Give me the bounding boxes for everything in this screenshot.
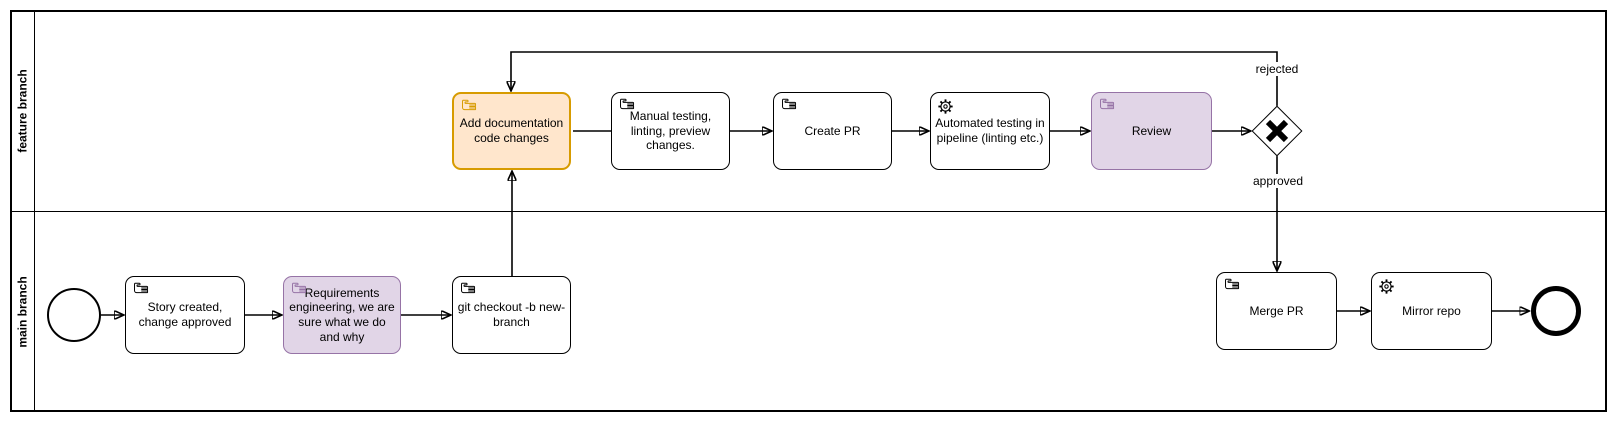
flow-label-approved: approved <box>1250 174 1306 188</box>
task-review[interactable]: Review <box>1091 92 1212 170</box>
task-merge-pr[interactable]: Merge PR <box>1216 272 1337 350</box>
hand-icon <box>1098 98 1116 111</box>
hand-icon <box>780 98 798 111</box>
lane-feature-branch-label: feature branch <box>15 68 30 153</box>
task-manual-testing-label: Manual testing, linting, preview changes… <box>629 109 712 153</box>
gear-icon <box>937 98 954 115</box>
task-manual-testing[interactable]: Manual testing, linting, preview changes… <box>611 92 730 170</box>
gear-icon <box>1378 278 1395 295</box>
gateway-x-icon <box>1265 119 1289 143</box>
task-create-pr[interactable]: Create PR <box>773 92 892 170</box>
task-story-created-label: Story created, change approved <box>138 300 232 329</box>
task-requirements-engineering-label: Requirements engineering, we are sure wh… <box>289 285 395 344</box>
task-review-label: Review <box>1131 123 1172 138</box>
task-mirror-repo[interactable]: Mirror repo <box>1371 272 1492 350</box>
task-automated-testing-label: Automated testing in pipeline (linting e… <box>935 116 1045 145</box>
task-git-checkout-label: git checkout -b new-branch <box>457 300 566 329</box>
task-add-documentation[interactable]: Add documentation code changes <box>452 92 571 170</box>
hand-icon <box>459 282 477 295</box>
lane-main-branch: main branch <box>10 211 35 412</box>
hand-icon <box>460 99 478 112</box>
task-merge-pr-label: Merge PR <box>1249 303 1304 318</box>
hand-icon <box>290 282 308 295</box>
start-event[interactable] <box>47 288 101 342</box>
task-automated-testing[interactable]: Automated testing in pipeline (linting e… <box>930 92 1050 170</box>
task-create-pr-label: Create PR <box>804 123 861 138</box>
task-git-checkout[interactable]: git checkout -b new-branch <box>452 276 571 354</box>
end-event[interactable] <box>1531 286 1581 336</box>
lane-main-branch-label: main branch <box>15 275 30 348</box>
hand-icon <box>132 282 150 295</box>
task-add-documentation-label: Add documentation code changes <box>459 116 564 145</box>
task-requirements-engineering[interactable]: Requirements engineering, we are sure wh… <box>283 276 401 354</box>
hand-icon <box>1223 278 1241 291</box>
hand-icon <box>618 98 636 111</box>
flow-label-rejected: rejected <box>1253 62 1301 76</box>
lane-feature-branch: feature branch <box>10 10 35 211</box>
task-mirror-repo-label: Mirror repo <box>1402 303 1461 318</box>
lane-divider <box>10 211 1607 212</box>
task-story-created[interactable]: Story created, change approved <box>125 276 245 354</box>
